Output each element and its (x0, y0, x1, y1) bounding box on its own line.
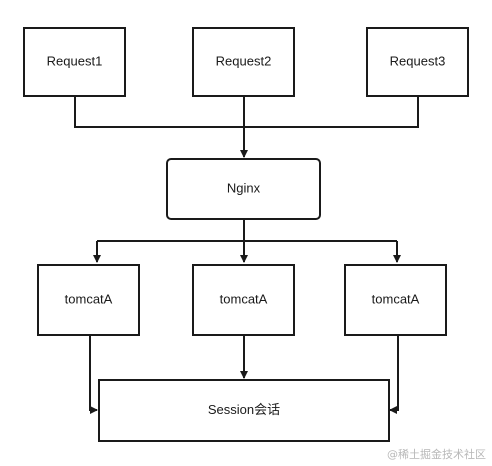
tomcat1-label: tomcatA (65, 291, 113, 306)
request2-node: Request2 (192, 27, 295, 97)
tomcat3-label: tomcatA (372, 291, 420, 306)
request3-node: Request3 (366, 27, 469, 97)
tomcat1-to-session-arrow (89, 335, 98, 414)
nginx-node: Nginx (166, 158, 321, 220)
tomcat2-node: tomcatA (192, 264, 295, 336)
request1-label: Request1 (47, 53, 103, 68)
tomcat3-node: tomcatA (344, 264, 447, 336)
tomcat2-label: tomcatA (220, 291, 268, 306)
tomcat3-to-session-arrow (389, 335, 399, 414)
request3-label: Request3 (390, 53, 446, 68)
session-label: Session会话 (208, 402, 280, 417)
request1-connector (74, 96, 244, 128)
request-connectors (74, 96, 419, 158)
nginx-connectors (93, 219, 401, 263)
nginx-label: Nginx (227, 180, 261, 195)
tomcat1-node: tomcatA (37, 264, 140, 336)
session-node: Session会话 (98, 379, 390, 442)
request2-label: Request2 (216, 53, 272, 68)
watermark-text: @稀土掘金技术社区 (387, 448, 486, 461)
session-connectors (89, 335, 399, 414)
request3-connector (244, 96, 419, 128)
request1-node: Request1 (23, 27, 126, 97)
